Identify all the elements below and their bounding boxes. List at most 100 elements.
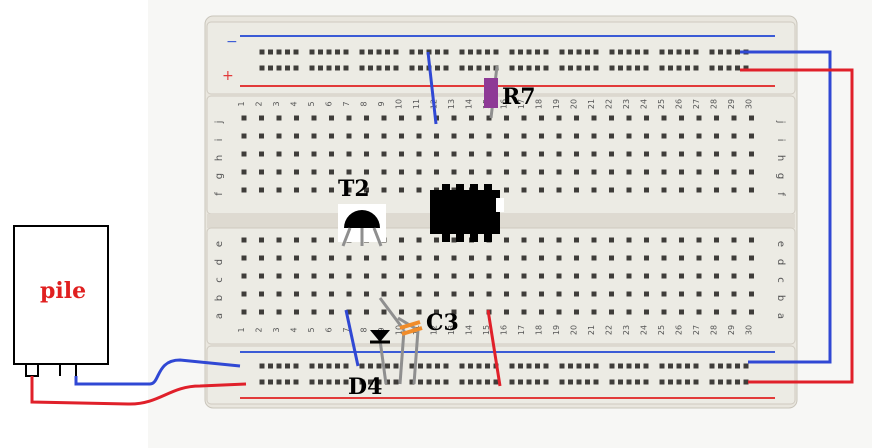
terminal-hole xyxy=(609,133,614,139)
rail-hole xyxy=(435,363,440,369)
row-letter: a xyxy=(775,313,786,319)
row-letter: e xyxy=(214,241,225,247)
column-number: 6 xyxy=(325,101,334,106)
terminal-hole xyxy=(416,169,422,175)
rail-hole xyxy=(693,65,699,71)
rail-hole xyxy=(718,65,723,71)
rail-hole xyxy=(643,65,649,71)
rail-hole xyxy=(618,363,623,369)
terminal-hole xyxy=(609,255,614,261)
top-rail-plus-sign: + xyxy=(222,68,234,84)
rail-hole xyxy=(276,363,282,369)
terminal-hole xyxy=(486,255,492,261)
rail-hole xyxy=(526,379,532,385)
terminal-hole xyxy=(749,169,754,175)
rail-hole xyxy=(626,379,632,385)
terminal-hole xyxy=(749,291,754,297)
rail-hole xyxy=(509,65,515,71)
rail-hole xyxy=(435,49,440,55)
terminal-hole xyxy=(696,151,702,157)
row-letter: i xyxy=(775,139,786,142)
terminal-hole xyxy=(434,273,439,279)
terminal-hole xyxy=(661,187,667,193)
rail-hole xyxy=(476,379,482,385)
terminal-hole xyxy=(731,237,737,243)
terminal-hole xyxy=(434,169,439,175)
terminal-hole xyxy=(591,169,597,175)
rail-hole xyxy=(285,65,290,71)
terminal-hole xyxy=(626,309,632,315)
column-number: 1 xyxy=(237,101,246,106)
rail-hole xyxy=(285,379,290,385)
terminal-hole xyxy=(276,187,282,193)
rail-hole xyxy=(376,65,382,71)
rail-hole xyxy=(493,49,499,55)
rail-hole xyxy=(276,49,282,55)
rail-hole xyxy=(385,65,390,71)
terminal-hole xyxy=(556,115,562,121)
terminal-hole xyxy=(451,291,457,297)
terminal-hole xyxy=(574,255,579,261)
rail-hole xyxy=(426,363,432,369)
terminal-hole xyxy=(644,115,649,121)
column-number: 21 xyxy=(587,325,596,335)
terminal-hole xyxy=(591,115,597,121)
terminal-hole xyxy=(521,255,527,261)
column-number: 30 xyxy=(745,325,754,335)
terminal-hole xyxy=(416,187,422,193)
rail-hole xyxy=(409,65,415,71)
rail-hole xyxy=(685,65,690,71)
rail-hole xyxy=(309,49,315,55)
rail-hole xyxy=(685,363,690,369)
terminal-hole xyxy=(469,115,474,121)
rail-hole xyxy=(309,379,315,385)
rail-hole xyxy=(343,379,349,385)
terminal-hole xyxy=(556,169,562,175)
terminal-hole xyxy=(731,291,737,297)
rail-hole xyxy=(459,49,465,55)
terminal-hole xyxy=(539,133,544,139)
column-number: 23 xyxy=(622,99,631,109)
rail-hole xyxy=(268,363,273,369)
column-number: 11 xyxy=(412,99,421,109)
rail-hole xyxy=(618,65,623,71)
terminal-hole xyxy=(574,291,579,297)
terminal-hole xyxy=(504,255,509,261)
terminal-hole xyxy=(329,133,334,139)
terminal-hole xyxy=(539,291,544,297)
rail-hole xyxy=(426,379,432,385)
terminal-hole xyxy=(539,273,544,279)
terminal-hole xyxy=(574,169,579,175)
rail-hole xyxy=(368,65,373,71)
terminal-hole xyxy=(434,255,439,261)
rail-hole xyxy=(668,49,673,55)
upper-terminal-holes xyxy=(241,115,754,193)
rail-hole xyxy=(359,49,365,55)
rail-hole xyxy=(585,49,590,55)
terminal-hole xyxy=(399,169,404,175)
rail-hole xyxy=(618,49,623,55)
terminal-hole xyxy=(469,151,474,157)
terminal-hole xyxy=(346,255,352,261)
rail-hole xyxy=(609,363,615,369)
terminal-hole xyxy=(241,151,247,157)
terminal-hole xyxy=(696,273,702,279)
row-letter: c xyxy=(214,277,225,283)
rail-hole xyxy=(259,363,265,369)
rail-hole xyxy=(718,363,723,369)
rail-hole xyxy=(418,49,423,55)
terminal-hole xyxy=(399,273,404,279)
rail-hole xyxy=(443,363,449,369)
rail-hole xyxy=(668,363,673,369)
terminal-hole xyxy=(276,309,282,315)
terminal-hole xyxy=(486,273,492,279)
row-letter: j xyxy=(775,120,786,124)
column-number: 25 xyxy=(657,99,666,109)
rail-hole xyxy=(718,379,723,385)
terminal-hole xyxy=(504,133,509,139)
rail-hole xyxy=(359,65,365,71)
rail-hole xyxy=(468,363,473,369)
terminal-hole xyxy=(574,115,579,121)
rail-hole xyxy=(693,49,699,55)
column-number: 21 xyxy=(587,99,596,109)
